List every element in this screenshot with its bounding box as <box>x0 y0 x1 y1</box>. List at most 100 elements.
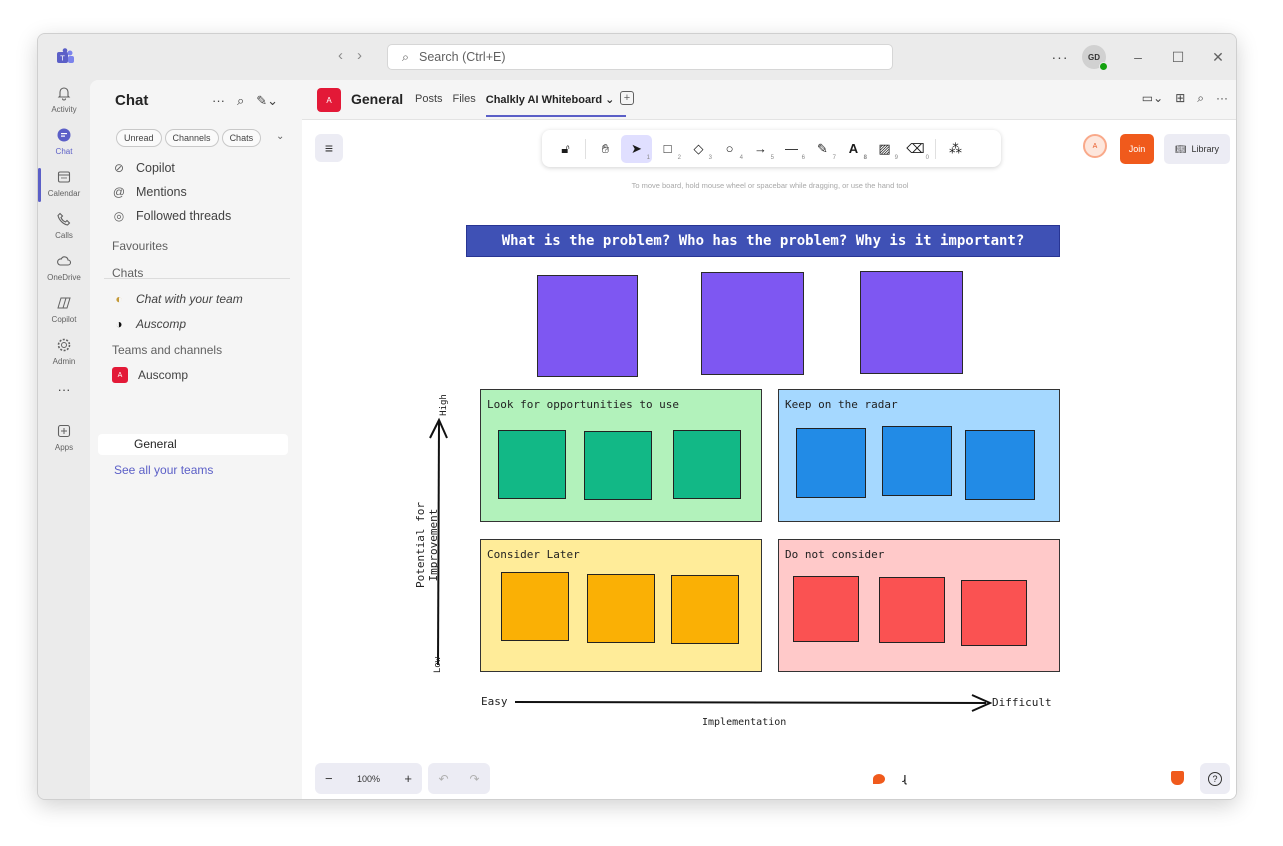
redo-icon[interactable]: ↷ <box>469 771 480 786</box>
tab-files[interactable]: Files <box>452 93 476 105</box>
yellow-sticky-note[interactable] <box>671 575 739 644</box>
chevron-down-icon: ⌄ <box>605 94 615 106</box>
collaborator-avatar[interactable]: A <box>1083 134 1107 158</box>
image-tool-icon[interactable]: ▨9 <box>878 140 898 161</box>
forward-arrow-icon[interactable]: › <box>357 47 362 64</box>
filter-unread[interactable]: Unread <box>116 129 162 147</box>
yellow-sticky-note[interactable] <box>587 574 655 643</box>
calendar-icon <box>53 168 75 186</box>
problem-banner[interactable]: What is the problem? Who has the problem… <box>466 225 1060 257</box>
add-tab-icon[interactable]: + <box>620 91 634 105</box>
more-apps-icon[interactable]: ··· <box>57 382 71 397</box>
purple-sticky-note[interactable] <box>701 272 804 375</box>
hamburger-menu-icon[interactable]: ≡ <box>315 134 343 162</box>
chevron-down-icon[interactable]: ⌄ <box>276 131 285 142</box>
see-all-teams-link[interactable]: See all your teams <box>114 463 214 477</box>
shortcut-number: 6 <box>801 154 805 161</box>
library-button[interactable]: 📖︎ Library <box>1164 134 1230 164</box>
more-options-icon[interactable]: ··· <box>212 93 225 108</box>
rail-copilot[interactable]: Copilot <box>38 294 90 324</box>
filter-chats[interactable]: Chats <box>221 129 262 147</box>
chat-item[interactable]: ◑ Auscomp <box>112 317 186 331</box>
purple-sticky-note[interactable] <box>860 271 963 374</box>
eraser-tool-icon[interactable]: ⌫0 <box>906 140 929 161</box>
shapes-library-icon[interactable]: ⁂ <box>949 140 962 156</box>
shortcut-number: 5 <box>770 154 774 161</box>
lock-icon[interactable]: 🔓︎ <box>561 140 570 156</box>
quadrant-opportunities[interactable]: Look for opportunities to use <box>480 389 762 522</box>
rail-calendar[interactable]: Calendar <box>38 168 90 198</box>
blue-sticky-note[interactable] <box>965 430 1035 500</box>
back-arrow-icon[interactable]: ‹ <box>338 47 343 64</box>
purple-sticky-note[interactable] <box>537 275 638 377</box>
red-sticky-note[interactable] <box>793 576 859 642</box>
shield-icon[interactable] <box>1171 771 1184 785</box>
cloud-icon <box>53 252 75 270</box>
new-chat-icon[interactable]: ✎⌄ <box>256 93 279 108</box>
teams-header[interactable]: Teams and channels <box>112 343 223 357</box>
red-sticky-note[interactable] <box>879 577 945 643</box>
ellipse-tool-icon[interactable]: ○4 <box>725 141 743 161</box>
copilot-icon <box>53 294 75 312</box>
zoom-in-icon[interactable]: + <box>404 771 412 786</box>
yellow-sticky-note[interactable] <box>501 572 569 641</box>
blue-sticky-note[interactable] <box>882 426 952 496</box>
search-icon[interactable]: ⌕ <box>237 93 245 108</box>
comment-icon[interactable] <box>873 774 885 784</box>
arrow-tool-icon[interactable]: →5 <box>754 141 774 161</box>
green-sticky-note[interactable] <box>673 430 741 499</box>
blue-sticky-note[interactable] <box>796 428 866 498</box>
green-sticky-note[interactable] <box>498 430 566 499</box>
red-sticky-note[interactable] <box>961 580 1027 646</box>
search-icon[interactable]: ⌕ <box>1197 91 1204 105</box>
sidebar-item-mentions[interactable]: @ Mentions <box>112 185 187 199</box>
more-options-icon[interactable]: ··· <box>1216 91 1228 105</box>
shortcut-number: 3 <box>708 154 712 161</box>
zoom-out-icon[interactable]: − <box>325 771 333 786</box>
join-button[interactable]: Join <box>1120 134 1154 164</box>
rail-calls[interactable]: Calls <box>38 210 90 240</box>
team-item[interactable]: A Auscomp <box>112 367 188 383</box>
minimize-icon[interactable]: – <box>1134 49 1142 65</box>
teams-logo-icon[interactable]: T <box>55 47 75 67</box>
rectangle-tool-icon[interactable]: □2 <box>663 141 681 161</box>
help-button[interactable]: ? <box>1200 763 1230 794</box>
filter-channels[interactable]: Channels <box>164 129 219 147</box>
select-tool-icon[interactable]: ➤1 <box>621 134 652 163</box>
close-icon[interactable]: ✕ <box>1212 48 1224 65</box>
sidebar-item-followed-threads[interactable]: ◎ Followed threads <box>112 209 231 223</box>
diamond-tool-icon[interactable]: ◇3 <box>693 140 713 161</box>
zoom-level[interactable]: 100% <box>356 773 381 784</box>
sidebar-item-label: Followed threads <box>136 209 232 223</box>
maximize-icon[interactable]: ☐ <box>1171 48 1185 65</box>
rail-apps[interactable]: Apps <box>38 422 90 452</box>
rail-onedrive[interactable]: OneDrive <box>38 252 90 282</box>
tab-whiteboard[interactable]: Chalkly AI Whiteboard ⌄ <box>485 93 626 117</box>
undo-icon[interactable]: ↶ <box>438 771 449 786</box>
quadrant-do-not-consider[interactable]: Do not consider <box>778 539 1060 672</box>
user-avatar[interactable]: GD <box>1082 45 1108 71</box>
rail-label: Activity <box>51 105 77 114</box>
line-tool-icon[interactable]: —6 <box>785 141 805 161</box>
rail-activity[interactable]: Activity <box>38 84 90 114</box>
hand-tool-icon[interactable]: ✋︎ <box>601 140 610 156</box>
pencil-tool-icon[interactable]: ✎7 <box>817 140 836 161</box>
tab-posts[interactable]: Posts <box>415 93 443 105</box>
rail-admin[interactable]: Admin <box>38 336 90 366</box>
quadrant-consider-later[interactable]: Consider Later <box>480 539 762 672</box>
bird-icon[interactable]: ɻ <box>902 770 907 785</box>
rail-chat[interactable]: Chat <box>38 126 90 156</box>
video-call-icon[interactable]: ▭⌄ <box>1141 91 1164 105</box>
favourites-header[interactable]: Favourites <box>112 239 169 253</box>
search-box[interactable]: ⌕ Search (Ctrl+E) <box>387 44 893 70</box>
sidebar-item-copilot[interactable]: ⊘ Copilot <box>112 161 175 175</box>
chat-item[interactable]: ◐ Chat with your team <box>112 292 242 306</box>
green-sticky-note[interactable] <box>584 431 652 500</box>
channel-item-general[interactable]: General <box>98 434 288 455</box>
more-options-icon[interactable]: ··· <box>1051 49 1069 65</box>
chats-header[interactable]: Chats <box>112 266 144 280</box>
apps-grid-icon[interactable]: ⊞ <box>1175 91 1186 105</box>
quadrant-radar[interactable]: Keep on the radar <box>778 389 1060 522</box>
